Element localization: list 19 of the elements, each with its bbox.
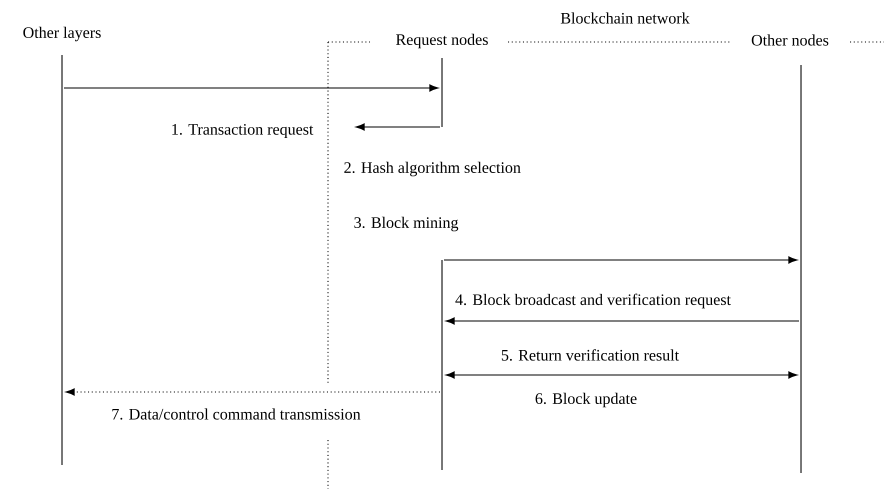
- message-arrow: [444, 256, 798, 264]
- lifeline-label: Request nodes: [396, 34, 488, 48]
- lifeline-label: Other nodes: [752, 34, 828, 46]
- message-label: 5. Return verification result: [502, 349, 680, 361]
- message-label: 1. Transaction request: [172, 124, 314, 138]
- step-label: 6. Block update: [536, 392, 637, 408]
- lifeline: [441, 58, 443, 470]
- lifeline: [800, 65, 802, 473]
- message-arrow: [446, 317, 800, 325]
- step-label: 2. Hash algorithm selection: [344, 162, 521, 176]
- step-label: 3. Block mining: [354, 216, 458, 232]
- message-arrow: [64, 84, 438, 92]
- lifeline-label: Other layers: [23, 26, 101, 42]
- message-label: 4. Block broadcast and verification request: [455, 294, 731, 308]
- message-arrow: [356, 123, 440, 131]
- message-arrow: [446, 371, 798, 379]
- lifeline: [61, 55, 63, 465]
- message-label: 7. Data/control command transmission: [112, 408, 360, 420]
- message-arrow: [66, 388, 440, 396]
